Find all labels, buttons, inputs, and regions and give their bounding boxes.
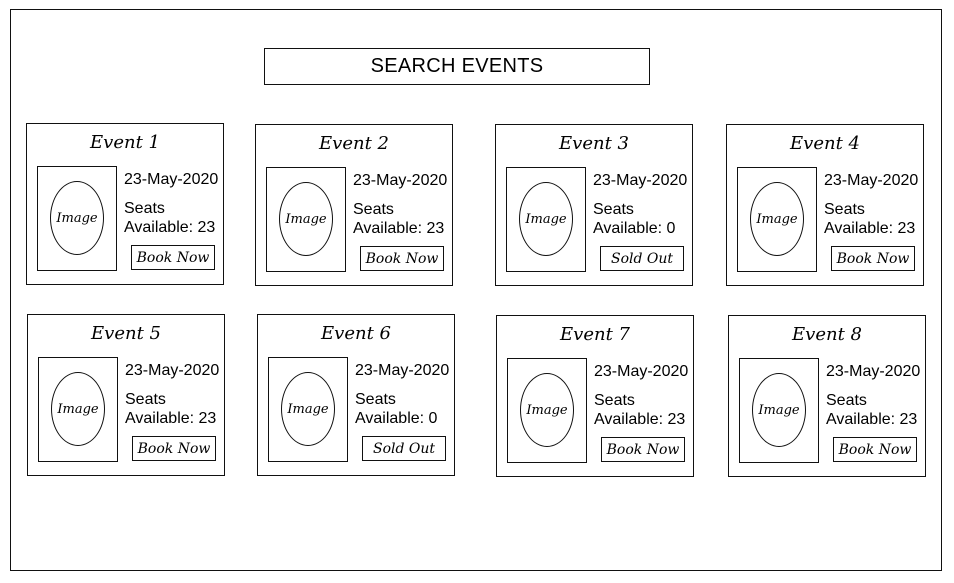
event-image: Image <box>737 167 817 272</box>
seats-available: Available: 23 <box>594 411 686 428</box>
image-placeholder: Image <box>519 182 573 256</box>
seats-available: Available: 23 <box>124 219 216 236</box>
seats-label: Seats <box>826 392 867 409</box>
seats-label: Seats <box>355 391 396 408</box>
event-date: 23-May-2020 <box>826 363 921 380</box>
event-image: Image <box>266 167 346 272</box>
seats-available: Available: 0 <box>593 220 676 237</box>
sold-out-button[interactable]: Sold Out <box>362 436 446 461</box>
event-title: Event 5 <box>91 323 161 344</box>
sold-out-button[interactable]: Sold Out <box>600 246 684 271</box>
event-image: Image <box>37 166 117 271</box>
event-title: Event 7 <box>560 324 630 345</box>
event-title: Event 8 <box>792 324 862 345</box>
seats-available: Available: 0 <box>355 410 438 427</box>
seats-label: Seats <box>353 201 394 218</box>
image-placeholder: Image <box>279 182 333 256</box>
image-placeholder: Image <box>750 182 804 256</box>
event-title: Event 2 <box>319 133 389 154</box>
event-title: Event 4 <box>790 133 860 154</box>
seats-available: Available: 23 <box>824 220 916 237</box>
event-image: Image <box>739 358 819 463</box>
image-placeholder: Image <box>281 372 335 446</box>
seats-label: Seats <box>593 201 634 218</box>
page-frame <box>10 9 942 571</box>
event-image: Image <box>38 357 118 462</box>
event-title: Event 1 <box>90 132 160 153</box>
seats-available: Available: 23 <box>353 220 445 237</box>
book-now-button[interactable]: Book Now <box>601 437 685 462</box>
image-placeholder: Image <box>51 372 105 446</box>
event-image: Image <box>268 357 348 462</box>
event-date: 23-May-2020 <box>125 362 220 379</box>
seats-available: Available: 23 <box>125 410 217 427</box>
event-date: 23-May-2020 <box>824 172 919 189</box>
book-now-button[interactable]: Book Now <box>132 436 216 461</box>
event-date: 23-May-2020 <box>355 362 450 379</box>
event-date: 23-May-2020 <box>124 171 219 188</box>
image-placeholder: Image <box>520 373 574 447</box>
event-date: 23-May-2020 <box>594 363 689 380</box>
seats-available: Available: 23 <box>826 411 918 428</box>
book-now-button[interactable]: Book Now <box>831 246 915 271</box>
seats-label: Seats <box>594 392 635 409</box>
event-title: Event 3 <box>559 133 629 154</box>
seats-label: Seats <box>824 201 865 218</box>
book-now-button[interactable]: Book Now <box>833 437 917 462</box>
search-events-button[interactable]: SEARCH EVENTS <box>264 48 650 85</box>
seats-label: Seats <box>124 200 165 217</box>
seats-label: Seats <box>125 391 166 408</box>
image-placeholder: Image <box>50 181 104 255</box>
event-title: Event 6 <box>321 323 391 344</box>
image-placeholder: Image <box>752 373 806 447</box>
event-image: Image <box>507 358 587 463</box>
event-image: Image <box>506 167 586 272</box>
event-date: 23-May-2020 <box>593 172 688 189</box>
book-now-button[interactable]: Book Now <box>131 245 215 270</box>
book-now-button[interactable]: Book Now <box>360 246 444 271</box>
event-date: 23-May-2020 <box>353 172 448 189</box>
